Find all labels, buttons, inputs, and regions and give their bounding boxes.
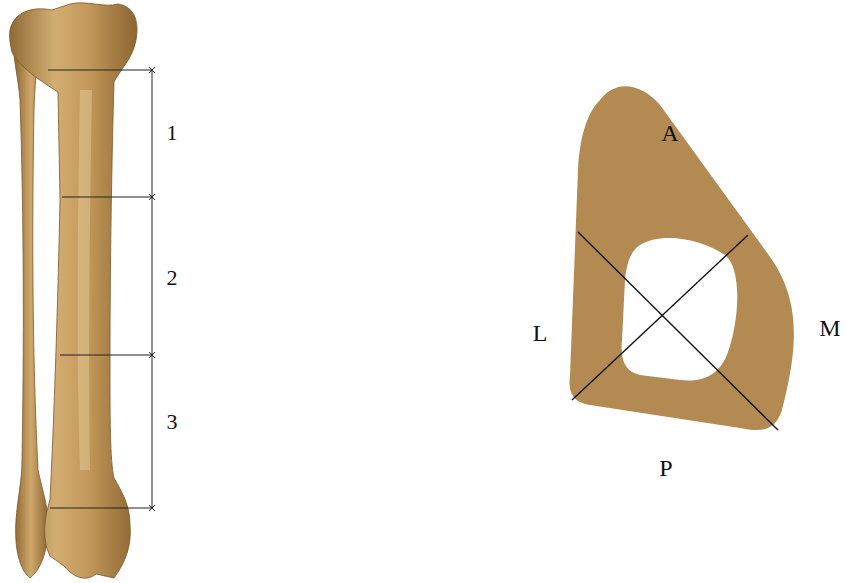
fibula bbox=[14, 34, 49, 578]
side-label: A bbox=[661, 121, 678, 145]
medullary-cavity bbox=[622, 238, 738, 380]
axis-line bbox=[572, 232, 778, 430]
segment-number: 3 bbox=[167, 411, 178, 433]
side-label: P bbox=[659, 456, 672, 480]
dimension-bracket bbox=[48, 67, 155, 511]
cross-section bbox=[570, 86, 794, 430]
segment-number: 1 bbox=[167, 122, 178, 144]
side-label: L bbox=[533, 321, 548, 345]
segment-number: 2 bbox=[167, 267, 178, 289]
side-label: M bbox=[819, 316, 840, 340]
tibia bbox=[10, 3, 137, 578]
